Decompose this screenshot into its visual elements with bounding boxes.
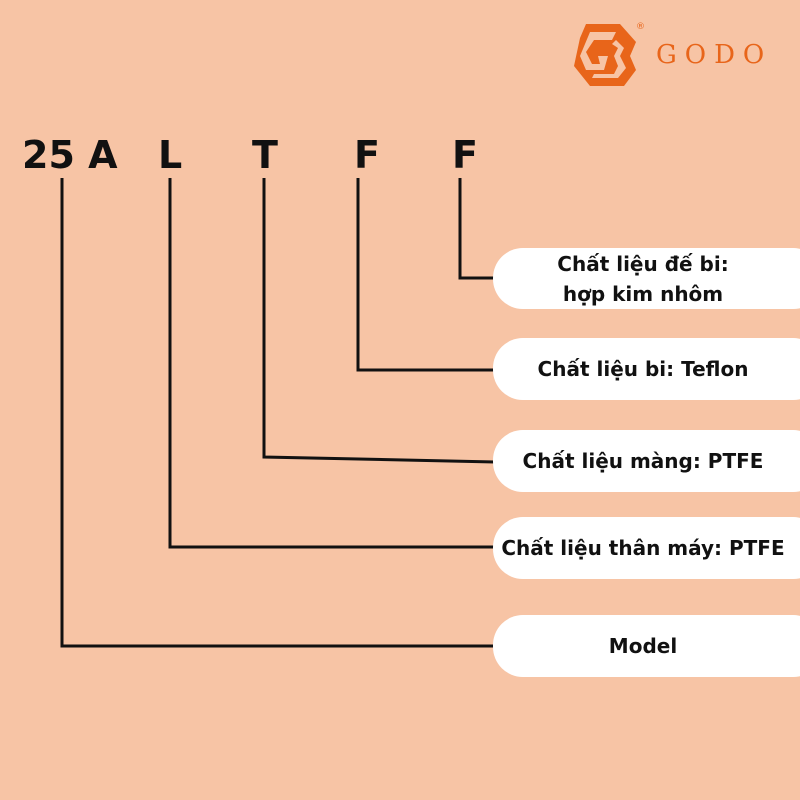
label-ball: Chất liệu bi: Teflon — [493, 338, 800, 400]
connector-model — [60, 178, 495, 648]
code-model: 25 A — [22, 133, 118, 177]
code-ball-seat-material: F — [452, 133, 478, 177]
code-ball-material: F — [354, 133, 380, 177]
label-model-text: Model — [608, 634, 678, 658]
connector-body — [168, 178, 495, 549]
label-membrane-text: Chất liệu màng: PTFE — [522, 449, 764, 473]
code-membrane-material: T — [252, 133, 278, 177]
connector-ball — [356, 178, 495, 372]
godo-logo: GODO — [572, 22, 772, 88]
label-body-text: Chất liệu thân máy: PTFE — [501, 536, 785, 560]
connector-membrane — [262, 178, 496, 464]
label-model: Model — [493, 615, 800, 677]
label-ball-seat: Chất liệu đế bi: hợp kim nhôm — [493, 248, 800, 309]
label-body: Chất liệu thân máy: PTFE — [493, 517, 800, 579]
label-ball-seat-line1: Chất liệu đế bi: — [557, 251, 729, 276]
label-ball-text: Chất liệu bi: Teflon — [537, 357, 749, 381]
connector-ball-seat — [458, 178, 495, 280]
logo-cube-icon — [574, 24, 636, 86]
registered-mark: ® — [636, 22, 645, 32]
label-ball-seat-line2: hợp kim nhôm — [562, 281, 724, 306]
brand-name: GODO — [656, 40, 773, 70]
label-membrane: Chất liệu màng: PTFE — [493, 430, 800, 492]
code-body-material: L — [158, 133, 183, 177]
